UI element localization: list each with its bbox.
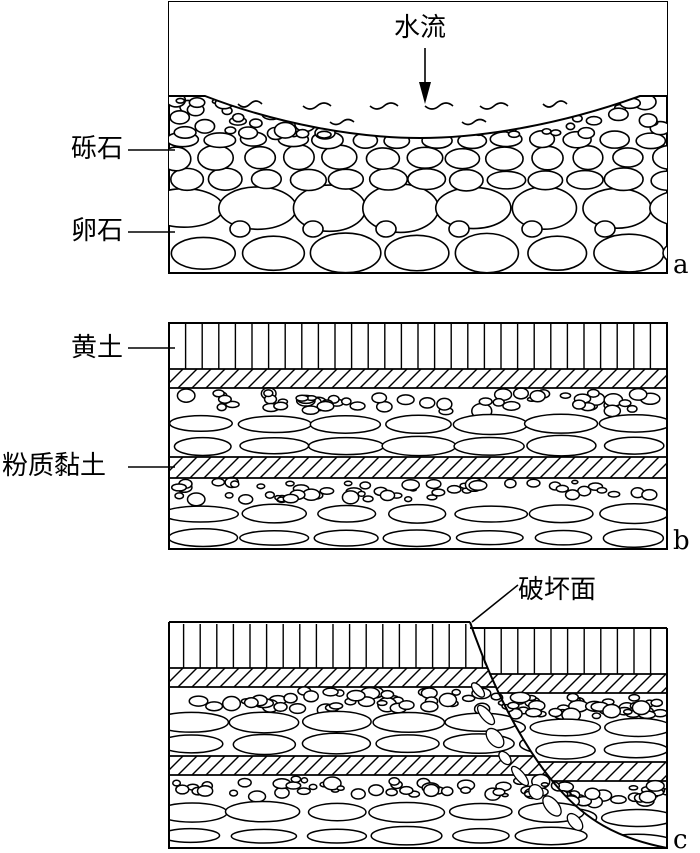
label-pebble: 卵石 [71, 216, 123, 246]
label-loess: 黄土 [71, 333, 123, 363]
panel-b: 黄土 粉质黏土 b [2, 323, 690, 556]
label-failure-surface: 破坏面 [518, 575, 596, 605]
panel-b-tag: b [673, 526, 690, 556]
label-gravel: 砾石 [71, 134, 123, 164]
panel-c: 破坏面 c [150, 575, 688, 853]
intact-block [150, 622, 588, 845]
panel-a-tag: a [673, 250, 689, 280]
panel-a: 水流 砾石 卵石 a [71, 2, 700, 280]
loess-layer [186, 323, 651, 369]
silty-clay-band-upper [150, 369, 673, 388]
leader-failure-surface [472, 585, 518, 622]
label-water-flow: 水流 [394, 13, 446, 43]
gravel-layer-upper [170, 388, 671, 456]
gravel-layer-lower [163, 477, 668, 547]
label-silty-clay: 粉质黏土 [2, 451, 106, 481]
panel-c-tag: c [673, 825, 688, 853]
silty-clay-band-lower [148, 457, 687, 478]
